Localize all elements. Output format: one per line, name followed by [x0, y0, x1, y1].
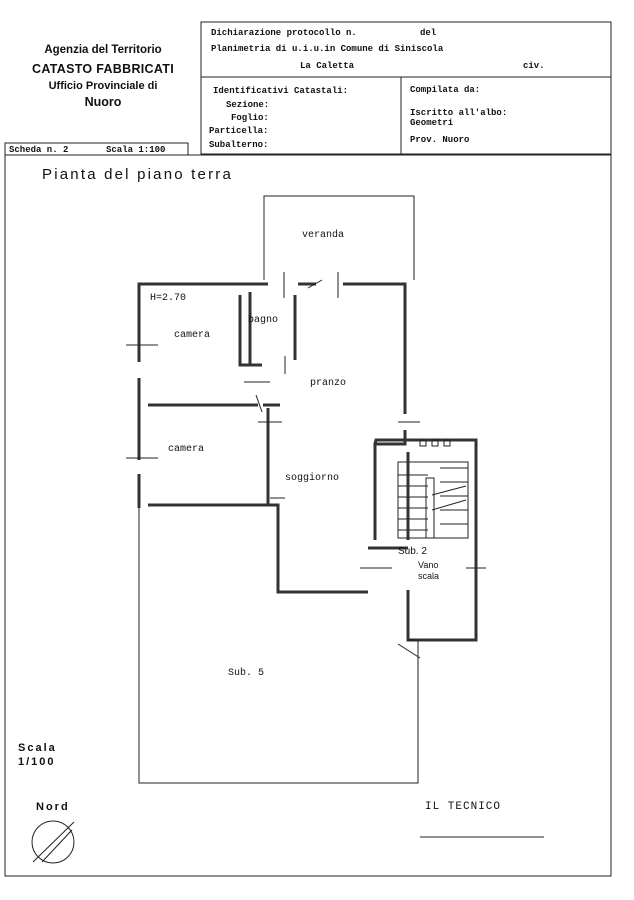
del-label: del — [420, 28, 437, 38]
agency-line2: CATASTO FABBRICATI — [32, 62, 174, 76]
agency-line4: Nuoro — [84, 95, 122, 109]
sezione-label: Sezione: — [226, 100, 270, 110]
room-camera-1: camera — [174, 330, 211, 341]
room-soggiorno: soggiorno — [285, 473, 340, 484]
plan-title: Pianta del piano terra — [42, 166, 233, 183]
iscritto-label: Iscritto all'albo: — [410, 108, 508, 118]
room-camera-2: camera — [168, 444, 205, 455]
agency-line1: Agenzia del Territorio — [44, 44, 162, 56]
foglio-label: Foglio: — [231, 113, 269, 123]
scheda-label: Scheda n. 2 — [9, 145, 69, 155]
room-sub5: Sub. 5 — [228, 668, 265, 679]
compilata-label: Compilata da: — [410, 85, 481, 95]
location-text: La Caletta — [300, 61, 355, 71]
agency-line3: Ufficio Provinciale di — [48, 80, 158, 92]
north-circle — [31, 820, 75, 864]
protocol-label: Dichiarazione protocollo n. — [211, 28, 357, 38]
subalterno-label: Subalterno: — [209, 140, 269, 150]
height-label: H=2.70 — [150, 293, 187, 304]
civ-label: civ. — [523, 61, 545, 71]
room-veranda: veranda — [302, 230, 345, 241]
scala-label: Scala 1:100 — [106, 145, 166, 155]
particella-label: Particella: — [209, 126, 269, 136]
prov-label: Prov. Nuoro — [410, 135, 470, 145]
room-vano: Vano — [418, 560, 439, 570]
iscritto-value: Geometri — [410, 118, 454, 128]
tecnico-label: IL TECNICO — [425, 801, 502, 813]
header-frame — [200, 21, 612, 155]
ident-label: Identificativi Catastali: — [213, 86, 349, 96]
main-frame — [4, 154, 612, 877]
room-scala: scala — [418, 571, 440, 581]
footer-scala: Scala — [18, 742, 57, 754]
nord-label: Nord — [36, 801, 70, 813]
footer-scala-value: 1/100 — [18, 756, 56, 768]
room-bagno: bagno — [248, 315, 279, 326]
room-sub2: Sub. 2 — [398, 546, 427, 557]
planimetria-text: Planimetria di u.i.u.in Comune di Sinisc… — [211, 44, 444, 54]
room-pranzo: pranzo — [310, 378, 347, 389]
